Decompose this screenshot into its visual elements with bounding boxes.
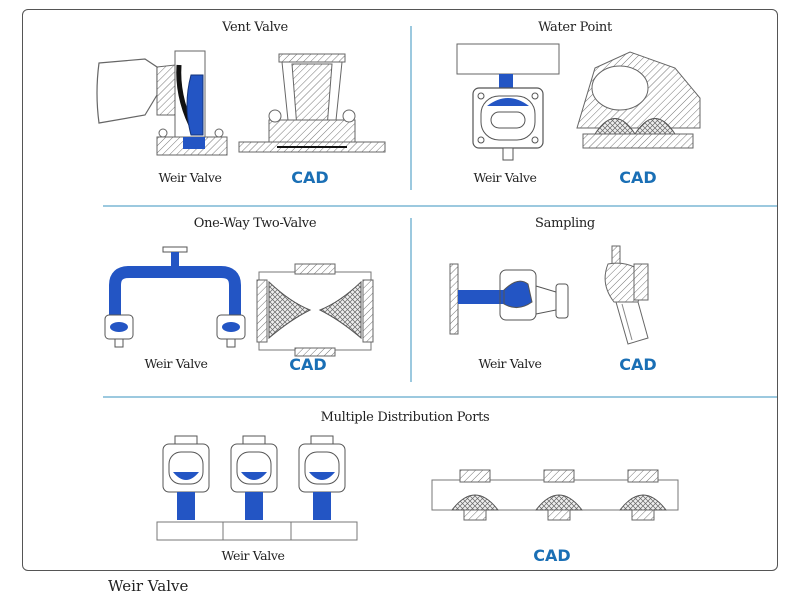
one-way-two-valve-title: One-Way Two-Valve: [193, 216, 317, 231]
divider-vertical-middle: [410, 218, 412, 382]
vent-valve-weir-label: Weir Valve: [158, 170, 222, 185]
sampling-weir-label: Weir Valve: [478, 356, 542, 371]
vent-valve-cad-drawing: [238, 53, 386, 153]
multiple-distribution-weir-label: Weir Valve: [221, 548, 285, 563]
water-point-cad-label: CAD: [619, 168, 657, 187]
sampling-weir-drawing: [449, 263, 569, 335]
divider-vertical-top: [410, 26, 412, 190]
divider-horizontal-1: [103, 205, 777, 207]
one-way-two-valve-weir-label: Weir Valve: [144, 356, 208, 371]
water-point-weir-drawing: [456, 43, 560, 161]
one-way-two-valve-cad-label: CAD: [289, 355, 327, 374]
water-point-weir-label: Weir Valve: [473, 170, 537, 185]
one-way-two-valve-weir-drawing: [104, 246, 246, 348]
sampling-cad-drawing: [604, 245, 649, 345]
vent-valve-title: Vent Valve: [222, 20, 288, 35]
sampling-title: Sampling: [535, 216, 595, 231]
figure-caption: Weir Valve: [108, 577, 189, 595]
one-way-two-valve-cad-drawing: [256, 263, 374, 357]
multiple-distribution-cad-drawing: [431, 469, 679, 521]
water-point-cad-drawing: [576, 51, 701, 149]
vent-valve-weir-drawing: [96, 50, 228, 156]
diagram-frame: [22, 9, 778, 571]
multiple-distribution-weir-drawing: [156, 435, 358, 541]
water-point-title: Water Point: [538, 20, 612, 35]
multiple-distribution-title: Multiple Distribution Ports: [320, 410, 490, 425]
divider-horizontal-2: [103, 396, 777, 398]
multiple-distribution-cad-label: CAD: [533, 546, 571, 565]
vent-valve-cad-label: CAD: [291, 168, 329, 187]
sampling-cad-label: CAD: [619, 355, 657, 374]
